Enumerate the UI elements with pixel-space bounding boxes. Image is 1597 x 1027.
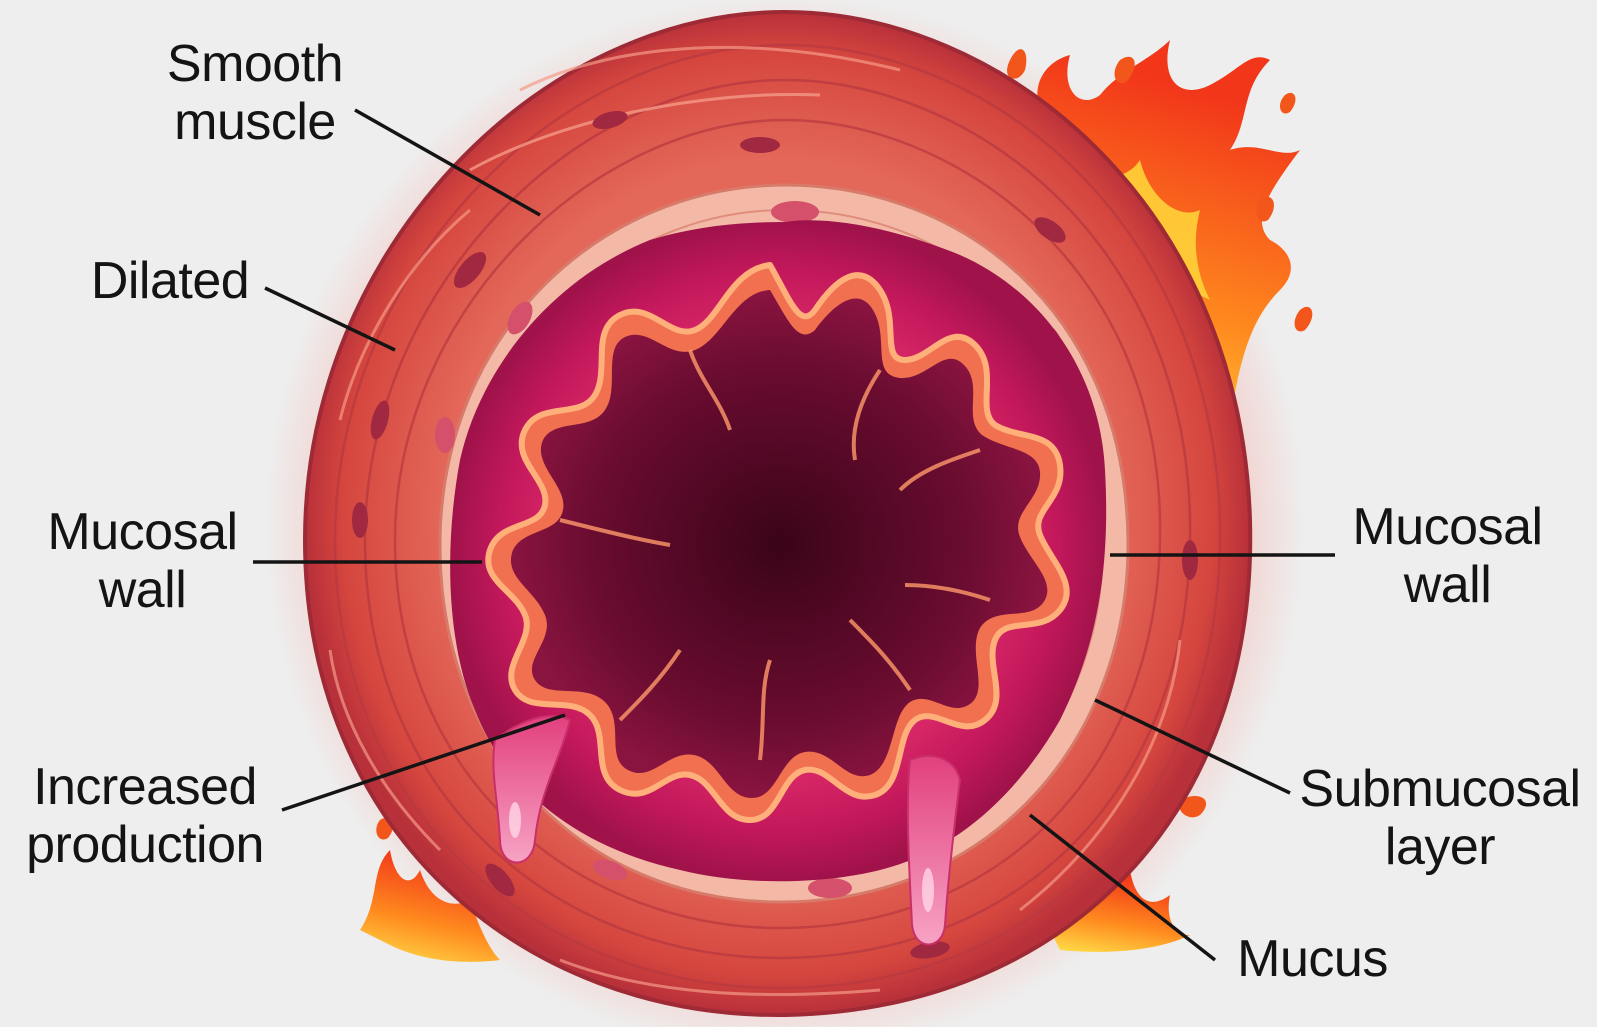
label-dilated: Dilated (80, 252, 260, 310)
label-smooth-muscle: Smooth muscle (150, 35, 360, 151)
label-mucus: Mucus (1225, 930, 1400, 988)
label-mucosal-wall-left: Mucosal wall (35, 503, 250, 619)
label-submucosal-layer: Submucosal layer (1290, 760, 1590, 876)
label-increased-production: Increased production (15, 758, 275, 874)
label-mucosal-wall-right: Mucosal wall (1340, 498, 1555, 614)
